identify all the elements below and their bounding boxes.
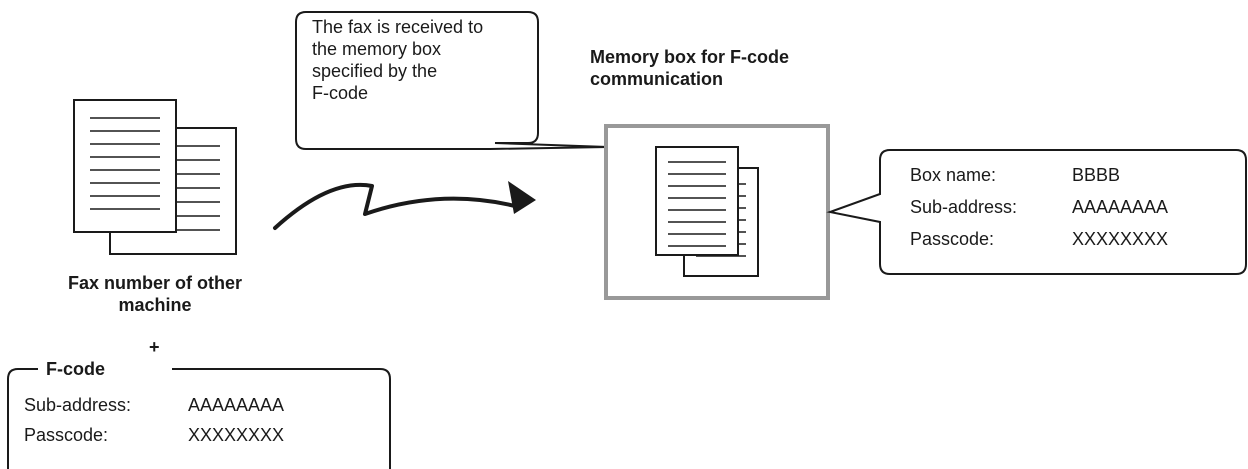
memory-box-title-line: communication [590, 69, 724, 89]
speech-bubble-line: The fax is received to [312, 17, 484, 37]
sender-title: Fax number of other machine [40, 272, 270, 316]
memory-box-title: Memory box for F-code communication [590, 46, 789, 90]
speech-bubble-line: F-code [312, 83, 369, 103]
fcode-value: XXXXXXXX [188, 425, 285, 445]
sender-title-line: machine [118, 295, 192, 315]
memory-box-document-icon [655, 146, 759, 277]
speech-bubble-text: The fax is received to the memory box sp… [312, 16, 483, 104]
box-info-label: Passcode: [910, 229, 995, 249]
plus-sign: + [149, 337, 160, 357]
fcode-label: Passcode: [24, 425, 109, 445]
box-info-label: Sub-address: [910, 197, 1018, 217]
transmission-arrow [273, 181, 536, 230]
speech-bubble-line: specified by the [312, 61, 438, 81]
sender-title-line: Fax number of other [67, 273, 242, 293]
fcode-panel-frame [7, 368, 391, 469]
box-info-value: XXXXXXXX [1072, 229, 1169, 249]
box-info-label: Box name: [910, 165, 997, 185]
sender-document-icon [73, 99, 237, 255]
box-info-value: AAAAAAAA [1072, 197, 1169, 217]
memory-box-title-line: Memory box for F-code [590, 47, 790, 67]
box-info-value: BBBB [1072, 165, 1121, 185]
fcode-value: AAAAAAAA [188, 395, 285, 415]
box-info-callout-shape [826, 149, 1247, 275]
speech-bubble-shape [295, 11, 609, 150]
fcode-label: Sub-address: [24, 395, 132, 415]
fcode-legend: F-code [46, 359, 106, 379]
speech-bubble-line: the memory box [312, 39, 442, 59]
